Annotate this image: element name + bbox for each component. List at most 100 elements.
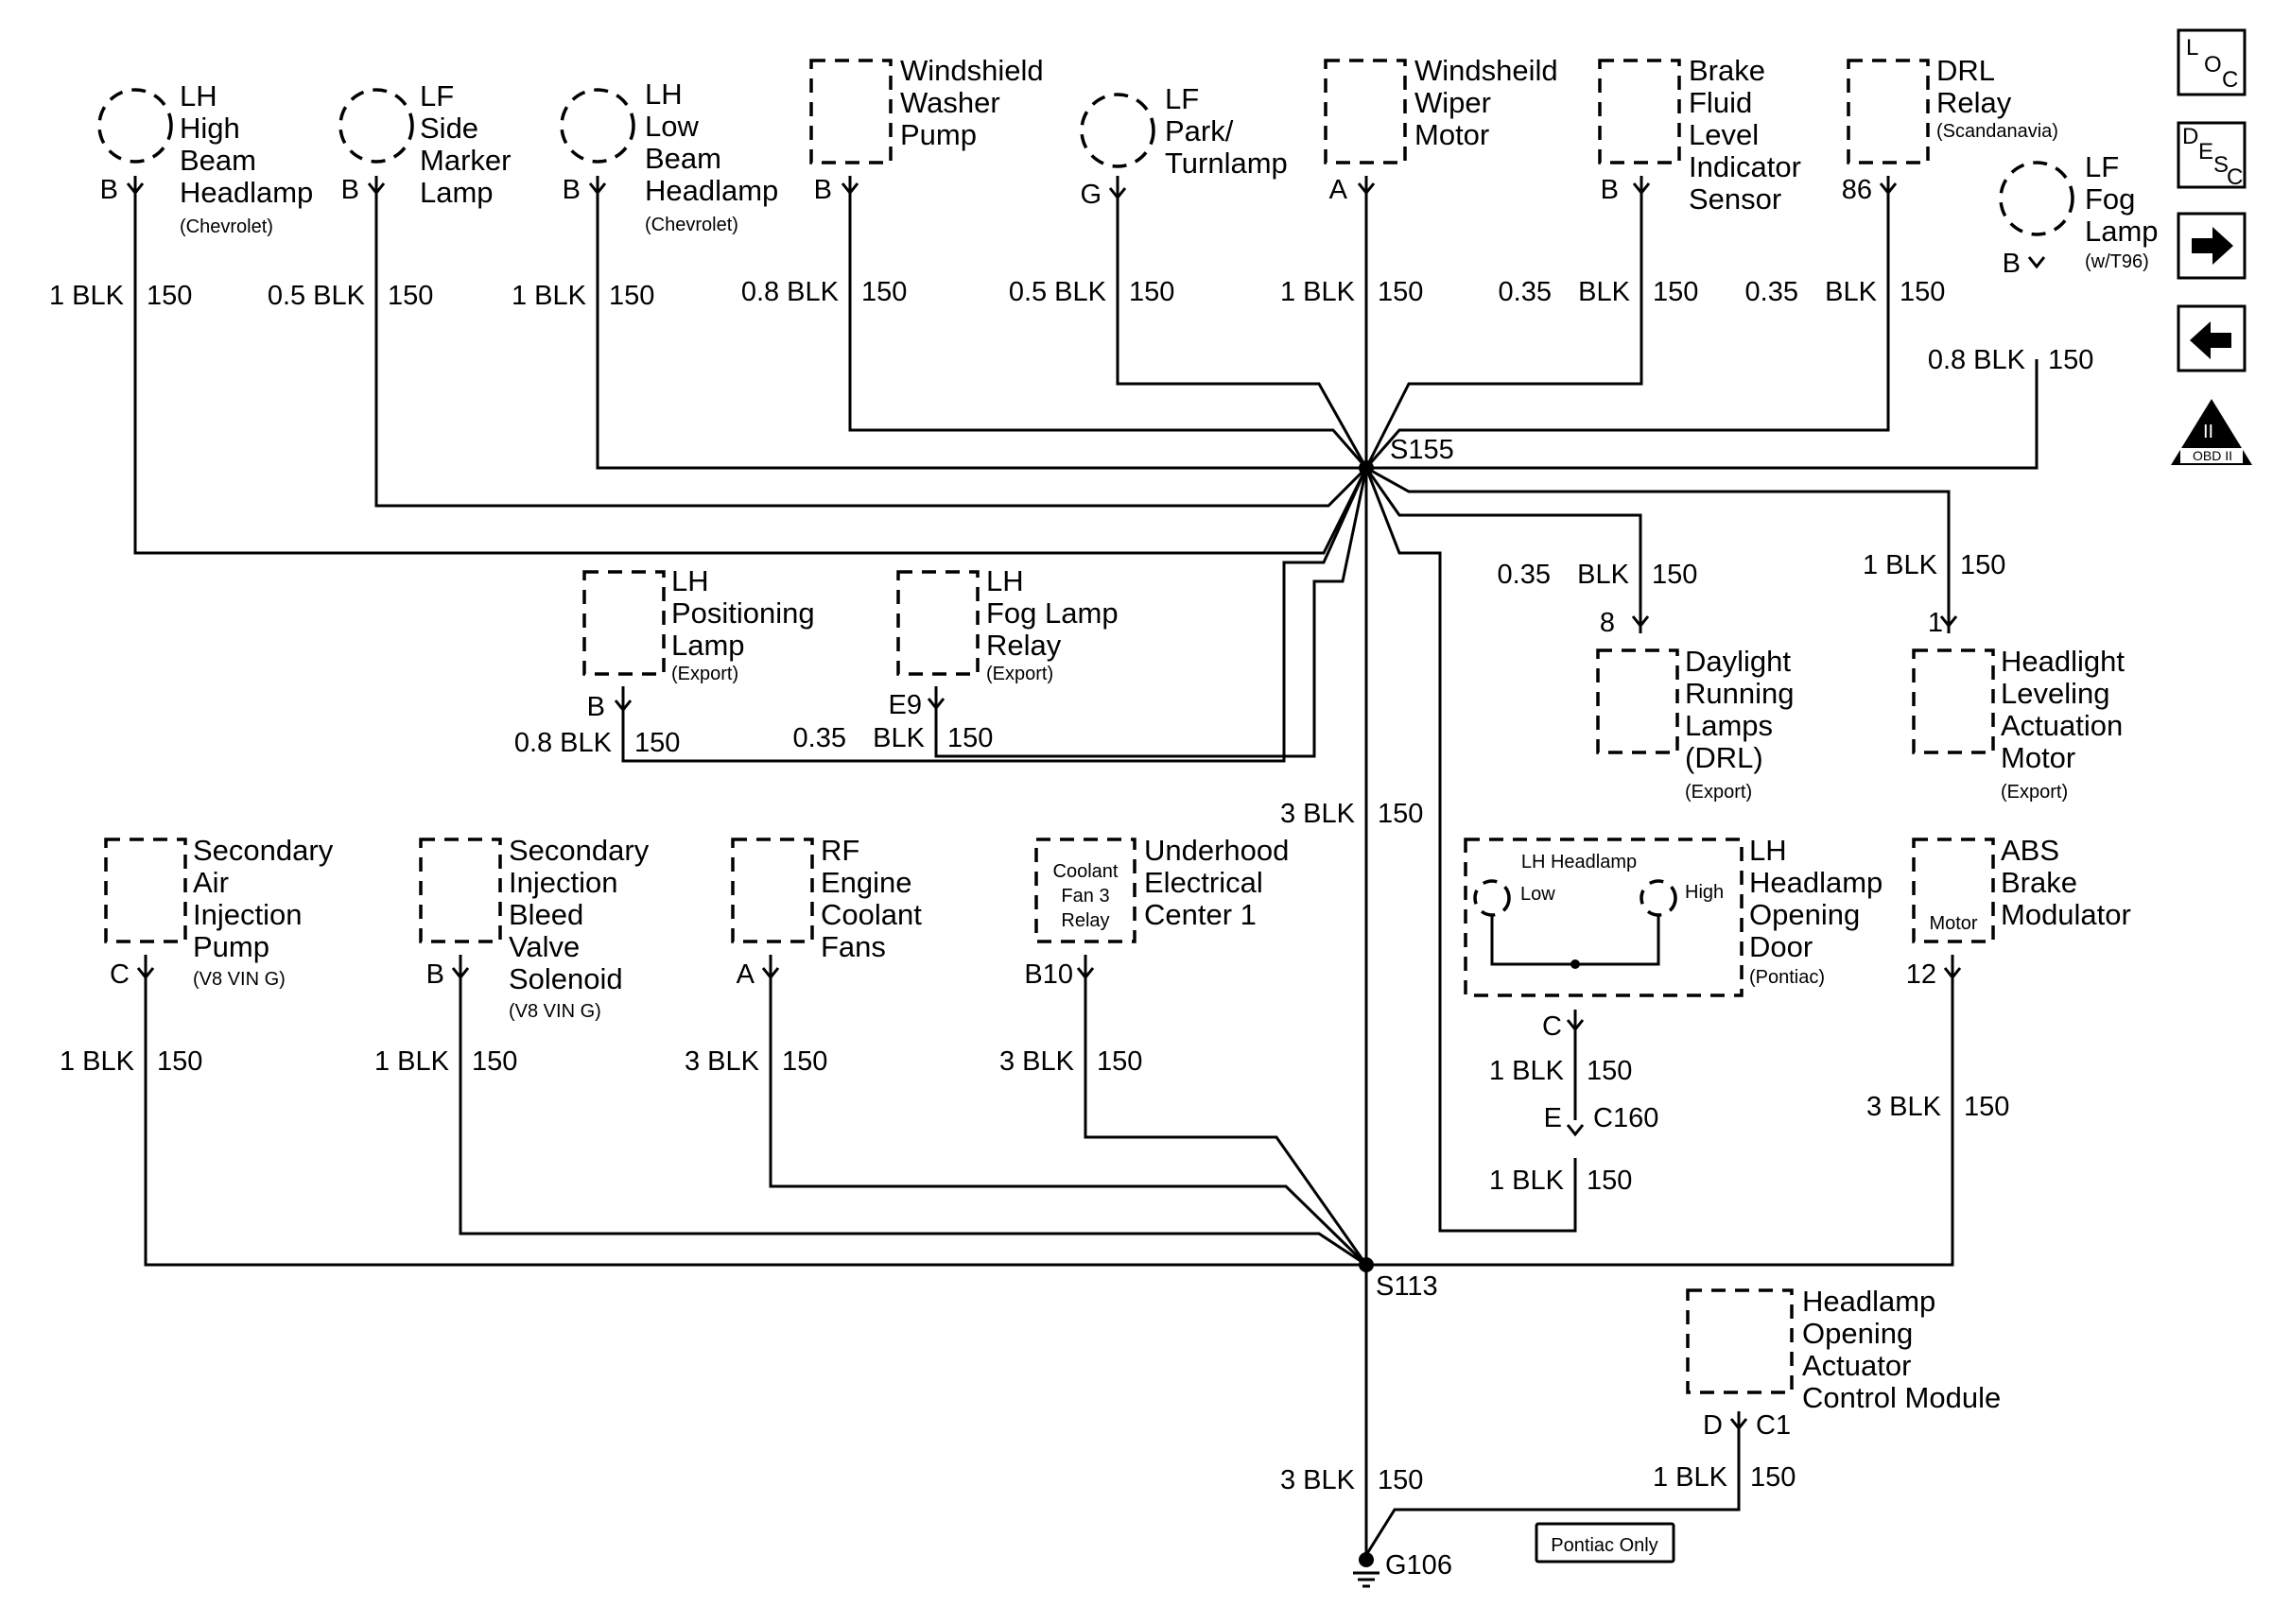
- lh-high-beam-circuit: 150: [147, 281, 192, 311]
- leveling-motor-name-line: Leveling: [2001, 677, 2109, 710]
- svg-text:D: D: [2182, 124, 2198, 149]
- drl-export-wire-gauge: 0.35: [1498, 560, 1551, 590]
- trunk-low-circuit: 150: [1378, 1465, 1423, 1495]
- lf-side-marker-name-line: Marker: [420, 144, 511, 177]
- lf-side-marker-name-line: Lamp: [420, 176, 494, 209]
- lh-high-beam-note: (Chevrolet): [180, 216, 273, 237]
- high-beam-bulb-icon: [1640, 879, 1677, 917]
- leveling-motor-wire: 1 BLK: [1863, 550, 1938, 580]
- sec-air-pump-pin: C: [110, 959, 130, 990]
- lh-high-beam-terminal-icon: [126, 182, 145, 196]
- lf-park-turn-terminal-icon: [1108, 187, 1127, 200]
- lf-park-turn-name-line: Turnlamp: [1165, 147, 1288, 180]
- rf-coolant-fans-name-line: Engine: [821, 866, 912, 899]
- door-lower-wire: 1 BLK: [1489, 1166, 1565, 1196]
- forward-arrow-icon[interactable]: [2177, 212, 2247, 280]
- lf-side-marker-circuit: 150: [388, 281, 433, 311]
- obd-ii-icon[interactable]: II OBD II: [2171, 399, 2252, 465]
- drl-relay-wire-color: BLK: [1825, 277, 1877, 307]
- trunk-mid-circuit: 150: [1378, 799, 1423, 829]
- drl-export-note: (Export): [1685, 782, 1752, 803]
- door-low-label: Low: [1520, 884, 1555, 905]
- drl-relay-circuit: 150: [1900, 277, 1945, 307]
- brake-fluid-box: [1598, 59, 1681, 164]
- lh-positioning-pin: B: [587, 692, 605, 722]
- sec-air-pump-name-line: Air: [193, 866, 229, 899]
- lh-fog-relay-name-line: LH: [986, 564, 1024, 597]
- wiper-motor-box: [1324, 59, 1407, 164]
- lh-low-beam-note: (Chevrolet): [645, 215, 738, 235]
- underhood-center-circuit: 150: [1097, 1046, 1142, 1077]
- lh-opening-door-name-line: Opening: [1749, 898, 1860, 931]
- lh-low-beam-circuit: 150: [609, 281, 654, 311]
- brake-fluid-name-line: Sensor: [1689, 182, 1781, 216]
- lf-fog-bulb-icon: [1999, 161, 2074, 236]
- wiper-motor-terminal-icon: [1357, 182, 1376, 196]
- drl-export-name-line: Running: [1685, 677, 1794, 710]
- sec-bleed-valve-note: (V8 VIN G): [509, 1001, 601, 1022]
- component-shapes: [97, 59, 2074, 1564]
- lh-positioning-box: [582, 570, 666, 676]
- splice-dot-s155: [1359, 460, 1374, 475]
- lf-fog-name-line: Fog: [2085, 182, 2135, 216]
- low-beam-bulb-icon: [1473, 879, 1511, 917]
- brake-fluid-terminal-icon: [1632, 182, 1651, 196]
- wiper-motor-pin: A: [1329, 175, 1348, 205]
- splice-s113-label: S113: [1376, 1271, 1438, 1302]
- sec-air-pump-name-line: Pump: [193, 930, 269, 963]
- washer-pump-wire: 0.8 BLK: [741, 277, 840, 307]
- brake-fluid-name-line: Brake: [1689, 54, 1765, 87]
- lh-high-beam-wire: 1 BLK: [49, 281, 125, 311]
- lh-positioning-name-line: LH: [671, 564, 709, 597]
- lh-low-beam-terminal-icon: [588, 182, 607, 196]
- sec-bleed-valve-name-line: Solenoid: [509, 962, 623, 995]
- rf-coolant-fans-box: [731, 838, 814, 943]
- lf-park-turn-name-line: LF: [1165, 82, 1199, 115]
- lh-high-beam-name-line: LH: [180, 79, 217, 112]
- lf-fog-note: (w/T96): [2085, 251, 2149, 272]
- opening-actuator-name-line: Control Module: [1802, 1381, 2001, 1414]
- lh-high-beam-name-line: Headlamp: [180, 176, 313, 209]
- lf-park-turn-circuit: 150: [1129, 277, 1174, 307]
- lh-fog-relay-wire-gauge: 0.35: [793, 723, 846, 753]
- wiper-motor-name-line: Motor: [1414, 118, 1489, 151]
- sec-air-pump-terminal-icon: [136, 967, 155, 980]
- lh-opening-door-name-line: Headlamp: [1749, 866, 1883, 899]
- lf-side-marker-pin: B: [341, 175, 359, 205]
- lf-fog-circuit: 150: [2048, 345, 2093, 375]
- washer-pump-pin: B: [814, 175, 832, 205]
- sec-air-pump-name-line: Injection: [193, 898, 302, 931]
- svg-text:OBD II: OBD II: [2193, 448, 2232, 463]
- lh-fog-relay-name-line: Fog Lamp: [986, 596, 1119, 630]
- wiper-motor-wire: 1 BLK: [1280, 277, 1356, 307]
- lf-side-marker-terminal-icon: [367, 182, 386, 196]
- desc-icon[interactable]: D E S C: [2177, 121, 2247, 190]
- coolant-fan-relay-label: Fan 3: [1061, 886, 1109, 907]
- lh-opening-door-circuit: 150: [1587, 1056, 1632, 1086]
- lh-low-beam-name-line: Headlamp: [645, 174, 778, 207]
- abs-modulator-name-line: Brake: [2001, 866, 2077, 899]
- rf-coolant-fans-name-line: RF: [821, 834, 859, 867]
- lh-high-beam-bulb-icon: [97, 88, 173, 164]
- lh-fog-relay-circuit: 150: [947, 723, 993, 753]
- back-arrow-icon[interactable]: [2177, 304, 2247, 372]
- lh-low-beam-wire: 1 BLK: [512, 281, 587, 311]
- drl-export-name-line: (DRL): [1685, 741, 1763, 774]
- svg-text:C: C: [2227, 164, 2243, 190]
- rf-coolant-fans-name-line: Fans: [821, 930, 886, 963]
- lh-fog-relay-wire-color: BLK: [873, 723, 925, 753]
- brake-fluid-name-line: Indicator: [1689, 150, 1801, 183]
- lh-low-beam-name-line: Low: [645, 110, 699, 143]
- lh-low-beam-name-line: LH: [645, 78, 683, 111]
- lh-high-beam-name-line: Beam: [180, 144, 256, 177]
- lh-opening-door-note: (Pontiac): [1749, 967, 1825, 988]
- svg-text:II: II: [2203, 422, 2213, 442]
- underhood-center-name-line: Underhood: [1144, 834, 1289, 867]
- lf-fog-name-line: Lamp: [2085, 215, 2159, 248]
- opening-actuator-box: [1686, 1288, 1794, 1394]
- loc-icon[interactable]: L O C: [2177, 28, 2247, 96]
- abs-modulator-circuit: 150: [1964, 1092, 2009, 1122]
- lh-low-beam-name-line: Beam: [645, 142, 721, 175]
- lf-side-marker-bulb-icon: [338, 88, 414, 164]
